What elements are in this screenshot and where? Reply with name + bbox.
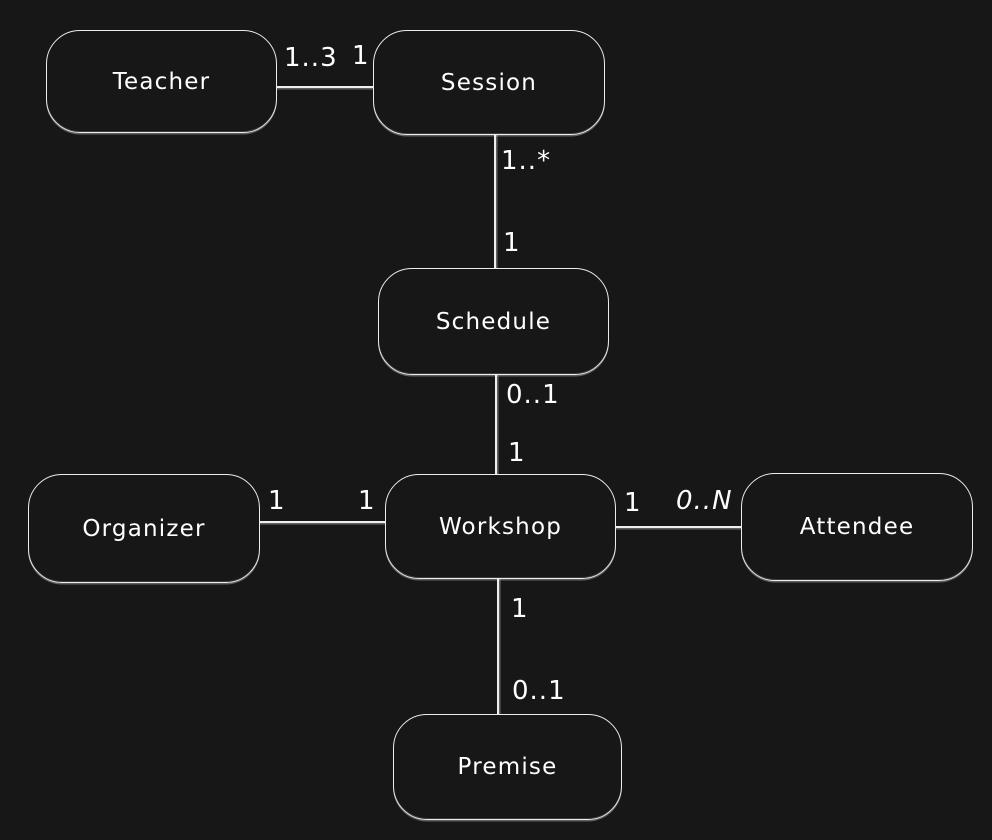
entity-organizer[interactable]: Organizer [28,474,260,583]
cardinality-workshop-side-attendee[interactable]: 1 [624,488,642,518]
entity-session-label: Session [440,69,538,96]
entity-organizer-label: Organizer [82,515,206,542]
edge-organizer-workshop[interactable] [260,521,385,523]
cardinality-attendee-side[interactable]: 0..N [676,486,733,516]
entity-premise-label: Premise [457,754,558,780]
entity-teacher[interactable]: Teacher [46,30,277,133]
cardinality-workshop-side-organizer[interactable]: 1 [358,486,376,516]
edge-workshop-attendee[interactable] [616,526,741,528]
edge-teacher-session[interactable] [277,86,373,88]
cardinality-schedule-side-session[interactable]: 1 [503,228,521,258]
cardinality-session-side-teacher[interactable]: 1 [352,41,370,71]
edge-session-schedule[interactable] [494,135,496,268]
edge-schedule-workshop[interactable] [495,375,497,474]
cardinality-organizer-side[interactable]: 1 [268,486,286,516]
entity-workshop-label: Workshop [438,513,563,540]
entity-session[interactable]: Session [373,30,605,135]
entity-teacher-label: Teacher [112,68,211,95]
cardinality-teacher-side[interactable]: 1..3 [284,43,338,73]
entity-schedule[interactable]: Schedule [378,268,609,375]
cardinality-schedule-side-workshop[interactable]: 0..1 [506,380,560,410]
entity-attendee[interactable]: Attendee [741,473,973,581]
cardinality-premise-side[interactable]: 0..1 [512,676,566,706]
cardinality-workshop-side-premise[interactable]: 1 [511,594,529,624]
entity-workshop[interactable]: Workshop [385,474,616,579]
entity-schedule-label: Schedule [435,308,552,335]
entity-attendee-label: Attendee [799,514,915,540]
cardinality-workshop-side-schedule[interactable]: 1 [508,438,526,468]
edge-workshop-premise[interactable] [497,579,499,714]
cardinality-session-side-schedule[interactable]: 1..* [501,146,552,176]
entity-premise[interactable]: Premise [393,714,622,820]
